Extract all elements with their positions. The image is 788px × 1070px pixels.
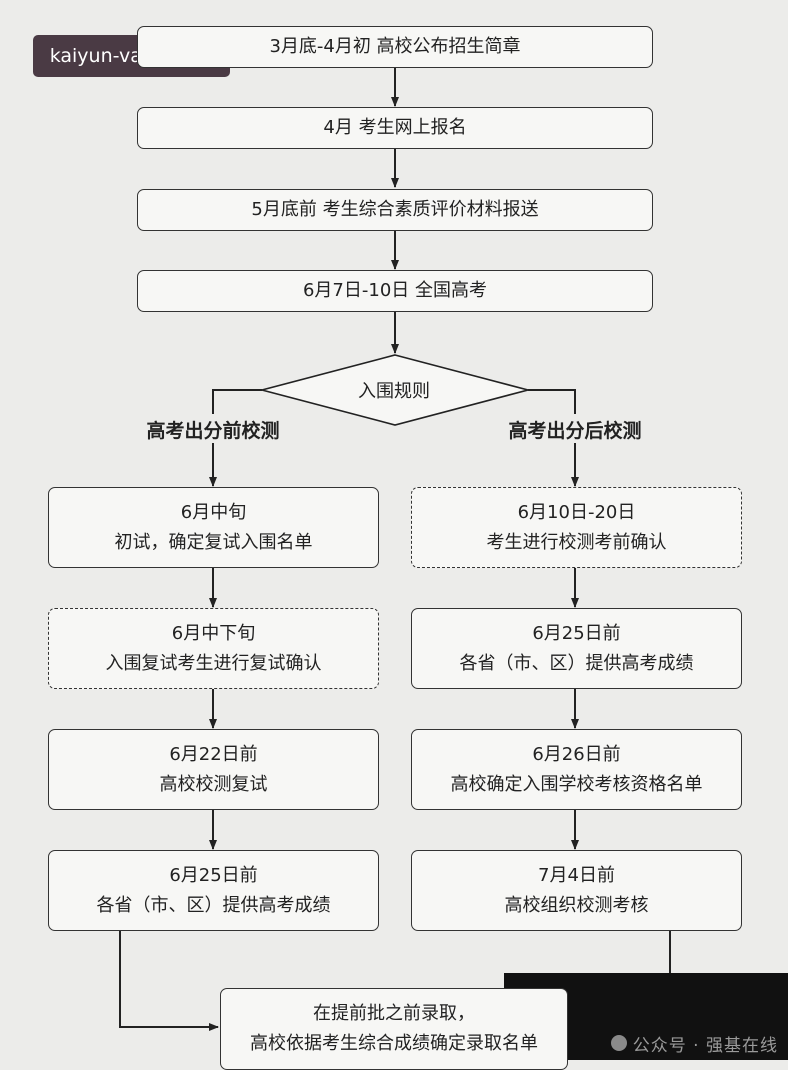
- right-step-3-date: 6月26日前: [532, 743, 621, 765]
- right-step-2: 6月25日前 各省（市、区）提供高考成绩: [411, 608, 742, 689]
- branch-right-line: [528, 389, 576, 414]
- watermark-bottom: 公众号 · 强基在线: [570, 1026, 788, 1060]
- right-step-1: 6月10日-20日 考生进行校测考前确认: [411, 487, 742, 568]
- final-step: 在提前批之前录取， 高校依据考生综合成绩确定录取名单: [220, 988, 568, 1070]
- right-step-4-date: 7月4日前: [538, 864, 615, 886]
- step-announce-text: 3月底-4月初 高校公布招生简章: [269, 36, 521, 57]
- left-step-3-desc: 高校校测复试: [159, 773, 268, 795]
- right-step-4: 7月4日前 高校组织校测考核: [411, 850, 742, 931]
- left-step-4-desc: 各省（市、区）提供高考成绩: [96, 894, 331, 916]
- right-step-2-desc: 各省（市、区）提供高考成绩: [459, 652, 694, 674]
- step-materials: 5月底前 考生综合素质评价材料报送: [137, 189, 653, 231]
- arrow-left-to-final: [119, 931, 219, 1031]
- left-step-1-date: 6月中旬: [180, 501, 247, 523]
- decision-label: 入围规则: [358, 381, 430, 402]
- left-step-2-desc: 入围复试考生进行复试确认: [105, 652, 322, 674]
- right-step-1-desc: 考生进行校测考前确认: [486, 531, 667, 553]
- step-gaokao-text: 6月7日-10日 全国高考: [302, 280, 488, 301]
- branch-left-title: 高考出分前校测: [146, 420, 280, 442]
- right-step-2-date: 6月25日前: [532, 622, 621, 644]
- step-register-text: 4月 考生网上报名: [323, 117, 467, 138]
- step-gaokao: 6月7日-10日 全国高考: [137, 270, 653, 312]
- left-step-3: 6月22日前 高校校测复试: [48, 729, 379, 810]
- left-step-4-date: 6月25日前: [169, 864, 258, 886]
- right-step-1-date: 6月10日-20日: [517, 501, 636, 523]
- wechat-icon: [610, 1035, 627, 1051]
- left-step-2: 6月中下旬 入围复试考生进行复试确认: [48, 608, 379, 689]
- step-register: 4月 考生网上报名: [137, 107, 653, 149]
- branch-right-title: 高考出分后校测: [508, 420, 642, 442]
- right-step-3-desc: 高校确定入围学校考核资格名单: [450, 773, 703, 795]
- right-step-4-desc: 高校组织校测考核: [504, 894, 649, 916]
- left-step-1-desc: 初试，确定复试入围名单: [114, 531, 313, 553]
- right-step-3: 6月26日前 高校确定入围学校考核资格名单: [411, 729, 742, 810]
- left-step-3-date: 6月22日前: [169, 743, 258, 765]
- step-announce: 3月底-4月初 高校公布招生简章: [137, 26, 653, 68]
- branch-left-line: [212, 389, 262, 414]
- decision-diamond: [258, 354, 532, 426]
- watermark-bottom-text: 公众号 · 强基在线: [632, 1035, 778, 1056]
- left-step-4: 6月25日前 各省（市、区）提供高考成绩: [48, 850, 379, 931]
- step-materials-text: 5月底前 考生综合素质评价材料报送: [251, 199, 539, 220]
- left-step-1: 6月中旬 初试，确定复试入围名单: [48, 487, 379, 568]
- final-step-line2: 高校依据考生综合成绩确定录取名单: [250, 1033, 538, 1054]
- final-step-line1: 在提前批之前录取，: [313, 1003, 475, 1024]
- left-step-2-date: 6月中下旬: [171, 622, 256, 644]
